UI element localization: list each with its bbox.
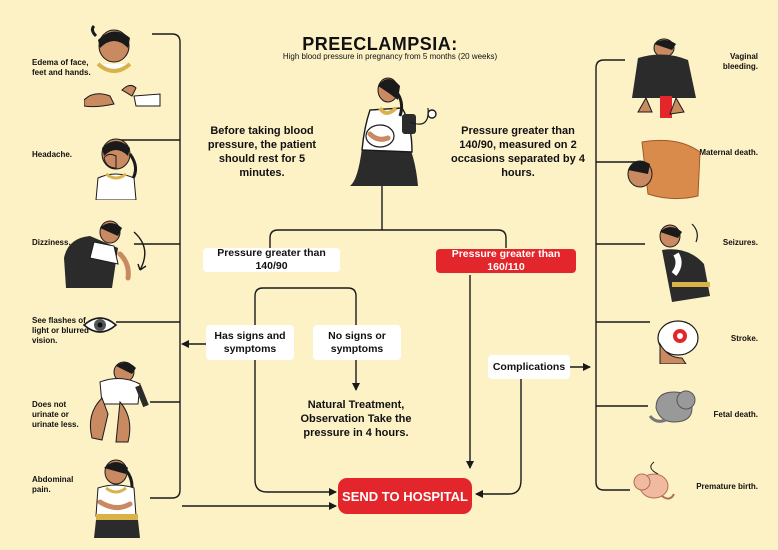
stroke-brain-icon [657,320,699,364]
measure-note: Pressure greater than 140/90, measured o… [451,125,585,179]
symptom-headache-label: Headache. [32,150,73,159]
complication-fetal-death-label: Fetal death. [713,410,758,419]
complication-premature-label: Premature birth. [696,482,758,491]
bleeding-icon [632,38,696,118]
natural-treatment-note: Natural Treatment, Observation Take the … [300,399,412,439]
has-signs-box: Has signs and symptoms [206,325,294,360]
eye-icon [82,317,118,333]
crouching-woman-icon [89,361,149,443]
symptom-edema-label: Edema of face, feet and hands. [32,58,91,77]
pregnant-woman-bp-icon [350,77,437,186]
page-subtitle: High blood pressure in pregnancy from 5 … [282,52,498,61]
maternal-death-icon [627,139,701,200]
send-to-hospital-box: SEND TO HOSPITAL [338,478,472,514]
symptom-dizziness-label: Dizziness. [32,238,71,247]
headache-woman-icon [95,138,137,200]
symptom-vision-label: See flashes of light or blurred vision. [32,316,89,345]
page-title: PREECLAMPSIA: [302,34,458,54]
symptom-abdominal-label: Abdominal pain. [32,475,74,494]
seizure-icon [659,223,710,302]
complication-seizures-label: Seizures. [722,238,758,247]
fetus-icon [648,390,696,423]
complication-stroke-label: Stroke. [730,334,758,343]
complications-box: Complications [488,355,570,379]
no-signs-box: No signs or symptoms [313,325,401,360]
complication-bleeding-label: Vaginal bleeding. [722,52,758,71]
rest-note: Before taking blood pressure, the patien… [207,125,317,179]
dizzy-woman-icon [64,220,147,288]
premature-baby-icon [633,461,675,500]
abdominal-pain-icon [94,459,140,538]
complication-maternal-death-label: Maternal death. [699,148,758,157]
severe-pressure-box: Pressure greater than 160/110 [436,248,576,273]
swollen-woman-icon [84,24,161,108]
moderate-pressure-box: Pressure greater than 140/90 [203,247,340,272]
symptom-urine-label: Does not urinate or urinate less. [32,400,79,429]
